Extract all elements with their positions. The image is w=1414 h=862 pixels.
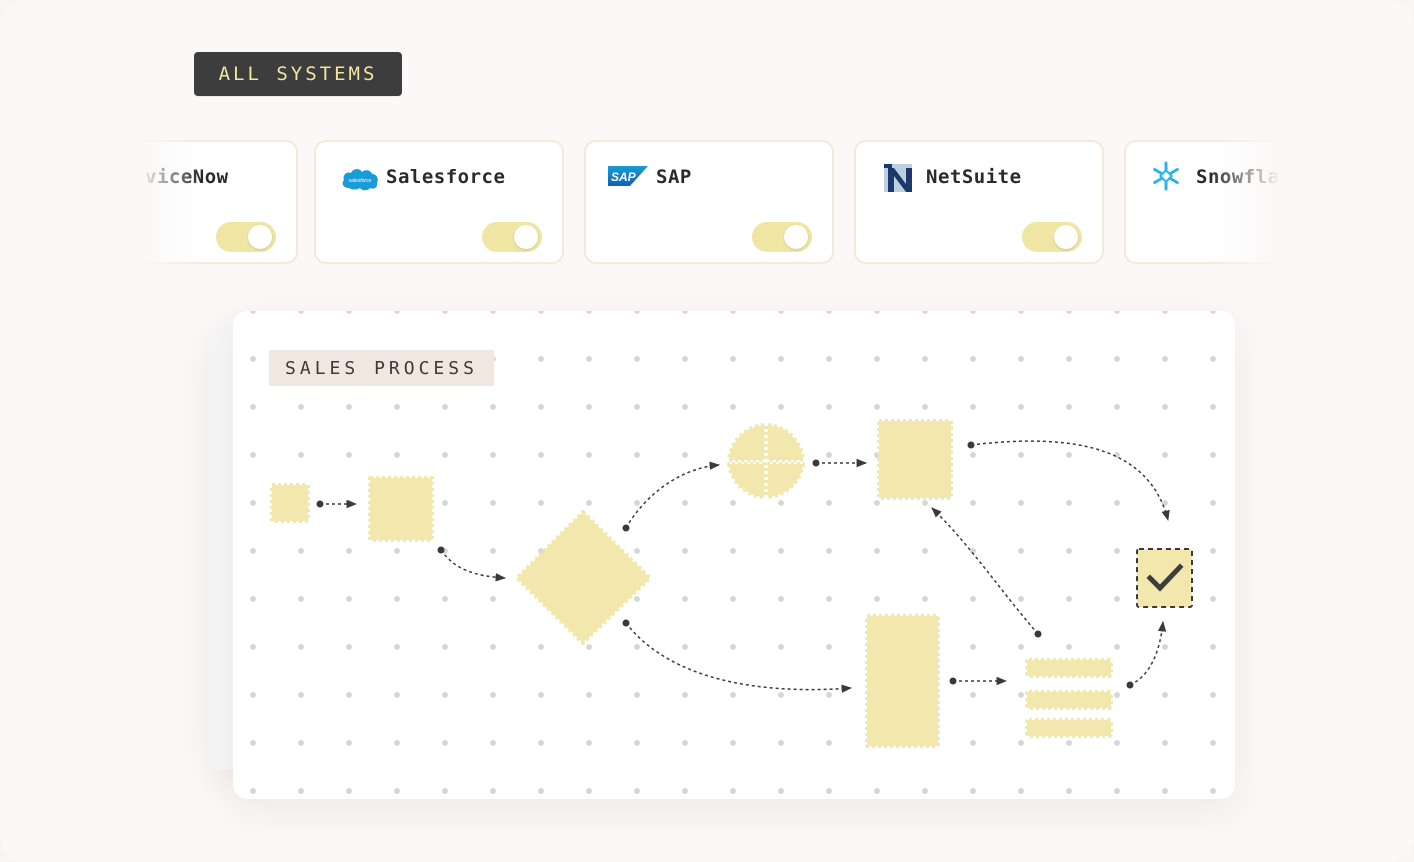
sap-logo-icon: SAP	[608, 166, 648, 186]
process-canvas	[233, 311, 1235, 799]
all-systems-badge: ALL SYSTEMS	[194, 52, 402, 96]
svg-text:salesforce: salesforce	[349, 178, 372, 184]
toggle-knob	[248, 225, 272, 249]
flow-node-end[interactable]	[1136, 548, 1193, 608]
flow-connector	[1129, 620, 1167, 686]
system-toggle-netsuite[interactable]	[1022, 222, 1082, 252]
flow-node-list-item[interactable]	[1025, 718, 1113, 738]
flow-node-split[interactable]	[727, 423, 805, 499]
system-card-snowflake[interactable]: Snowfla	[1124, 140, 1280, 264]
system-card-servicenow[interactable]: viceNow	[140, 140, 298, 264]
connector-dot	[622, 619, 630, 627]
system-toggle-sap[interactable]	[752, 222, 812, 252]
svg-text:SAP: SAP	[611, 170, 637, 184]
toggle-knob	[1054, 225, 1078, 249]
system-name: Salesforce	[386, 166, 506, 188]
system-card-salesforce[interactable]: salesforce Salesforce	[314, 140, 564, 264]
snowflake-icon	[1153, 161, 1179, 191]
flow-node-start[interactable]	[270, 483, 310, 523]
system-name: NetSuite	[926, 166, 1022, 188]
process-title-label: SALES PROCESS	[269, 350, 494, 386]
flow-connector	[931, 507, 1039, 635]
flow-connector	[970, 440, 1170, 522]
flow-node-step[interactable]	[368, 476, 434, 542]
systems-carousel: viceNow salesforce Salesforce	[140, 140, 1280, 268]
toggle-knob	[514, 225, 538, 249]
connector-dot	[1126, 681, 1134, 689]
flow-node-list-item[interactable]	[1025, 658, 1113, 678]
connector-dot	[622, 524, 630, 532]
system-name: SAP	[656, 166, 692, 188]
flow-node-review[interactable]	[877, 419, 953, 500]
connector-dot	[967, 441, 975, 449]
system-toggle-servicenow[interactable]	[216, 222, 276, 252]
system-name: Snowfla	[1196, 166, 1280, 188]
system-card-netsuite[interactable]: NetSuite	[854, 140, 1104, 264]
system-toggle-salesforce[interactable]	[482, 222, 542, 252]
salesforce-cloud-icon: salesforce	[342, 169, 378, 191]
connector-dot	[949, 677, 957, 685]
toggle-knob	[784, 225, 808, 249]
connector-dot	[812, 459, 820, 467]
flow-connector	[625, 622, 853, 693]
connector-dot	[1034, 630, 1042, 638]
system-name: viceNow	[145, 166, 229, 188]
flow-node-tall[interactable]	[865, 614, 940, 748]
flow-node-list-item[interactable]	[1025, 690, 1113, 710]
checkmark-icon	[1146, 563, 1184, 592]
flow-connector	[625, 461, 721, 529]
netsuite-logo-icon	[884, 164, 912, 192]
flow-connector	[440, 549, 507, 582]
connector-dot	[316, 500, 324, 508]
system-card-sap[interactable]: SAP SAP	[584, 140, 834, 264]
connector-dot	[437, 546, 445, 554]
flow-node-decision[interactable]	[515, 510, 652, 645]
